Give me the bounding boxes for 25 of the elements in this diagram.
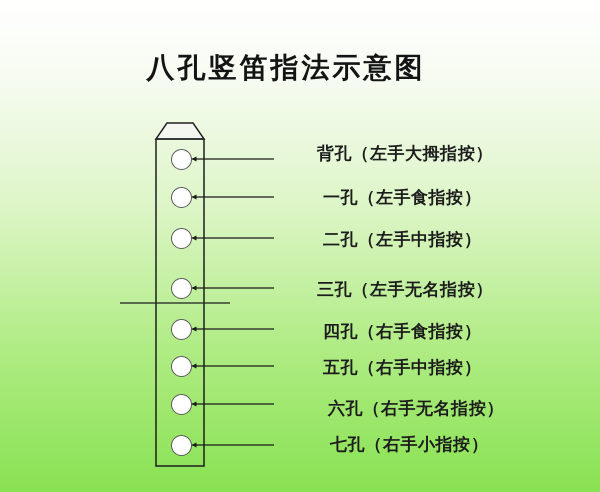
finger-hole xyxy=(170,228,192,248)
finger-hole xyxy=(170,394,192,414)
leader-arrow xyxy=(192,402,274,406)
finger-hole xyxy=(170,318,192,340)
finger-hole xyxy=(170,278,192,298)
leader-arrow xyxy=(192,286,274,290)
hole-label: 背孔（左手大拇指按） xyxy=(317,143,493,166)
finger-hole xyxy=(170,356,192,376)
hole-label: 三孔（左手无名指按） xyxy=(317,279,493,302)
leader-arrow xyxy=(192,156,274,162)
hole-label: 七孔（右手小指按） xyxy=(330,434,488,457)
hole-label: 四孔（右手食指按） xyxy=(323,321,482,344)
leader-arrow xyxy=(192,326,274,332)
leader-arrow xyxy=(192,442,274,448)
leader-arrow xyxy=(192,364,274,368)
hole-label: 六孔（右手无名指按） xyxy=(328,398,504,421)
finger-hole xyxy=(170,186,192,208)
diagram-title: 八孔竖笛指法示意图 xyxy=(145,50,426,86)
leader-arrow xyxy=(192,194,274,200)
finger-hole xyxy=(170,148,192,170)
finger-hole xyxy=(170,434,192,456)
hole-label: 二孔（左手中指按） xyxy=(323,229,482,252)
hole-label: 一孔（左手食指按） xyxy=(323,187,482,210)
leader-arrow xyxy=(192,236,274,240)
hole-label: 五孔（右手中指按） xyxy=(323,357,482,380)
